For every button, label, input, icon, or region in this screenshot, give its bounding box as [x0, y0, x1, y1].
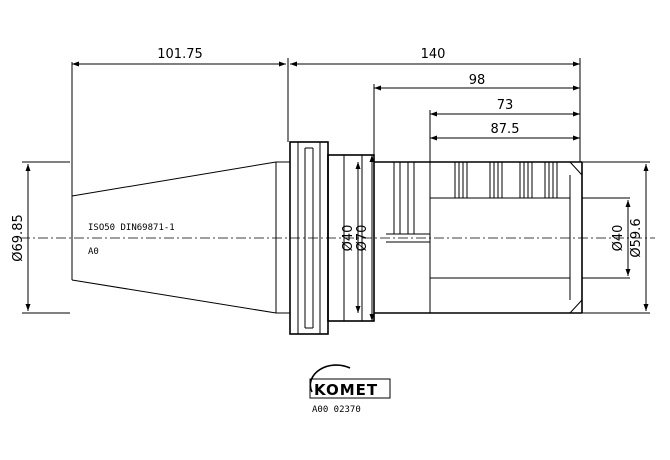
horizontal-dimensions	[71, 58, 581, 196]
standard-note: ISO50 DIN69871-1	[88, 223, 175, 233]
dim-overall-length: 140	[421, 47, 446, 62]
vertical-dimensions	[22, 155, 650, 321]
dim-collar-diameter-40: Ø40	[341, 225, 356, 252]
taper-shank	[71, 161, 290, 314]
dim-bore-diameter: Ø40	[611, 225, 626, 252]
komet-logo	[309, 364, 391, 399]
dim-body-diameter: Ø59.6	[629, 218, 644, 257]
collar	[327, 154, 375, 322]
body	[374, 161, 583, 314]
flange	[289, 141, 329, 335]
dim-taper-length: 101.75	[157, 47, 203, 62]
dim-length-98: 98	[469, 73, 486, 88]
dim-length-57: 87.5	[491, 122, 520, 137]
dim-collar-diameter-70: Ø70	[355, 225, 370, 252]
logo-frame	[309, 378, 391, 399]
dim-taper-diameter: Ø69.85	[11, 214, 26, 261]
variant-note: A0	[88, 247, 99, 257]
dim-length-73: 73	[497, 98, 514, 113]
part-number: A00 02370	[312, 405, 361, 415]
logo-brand: KOMET	[314, 381, 378, 399]
